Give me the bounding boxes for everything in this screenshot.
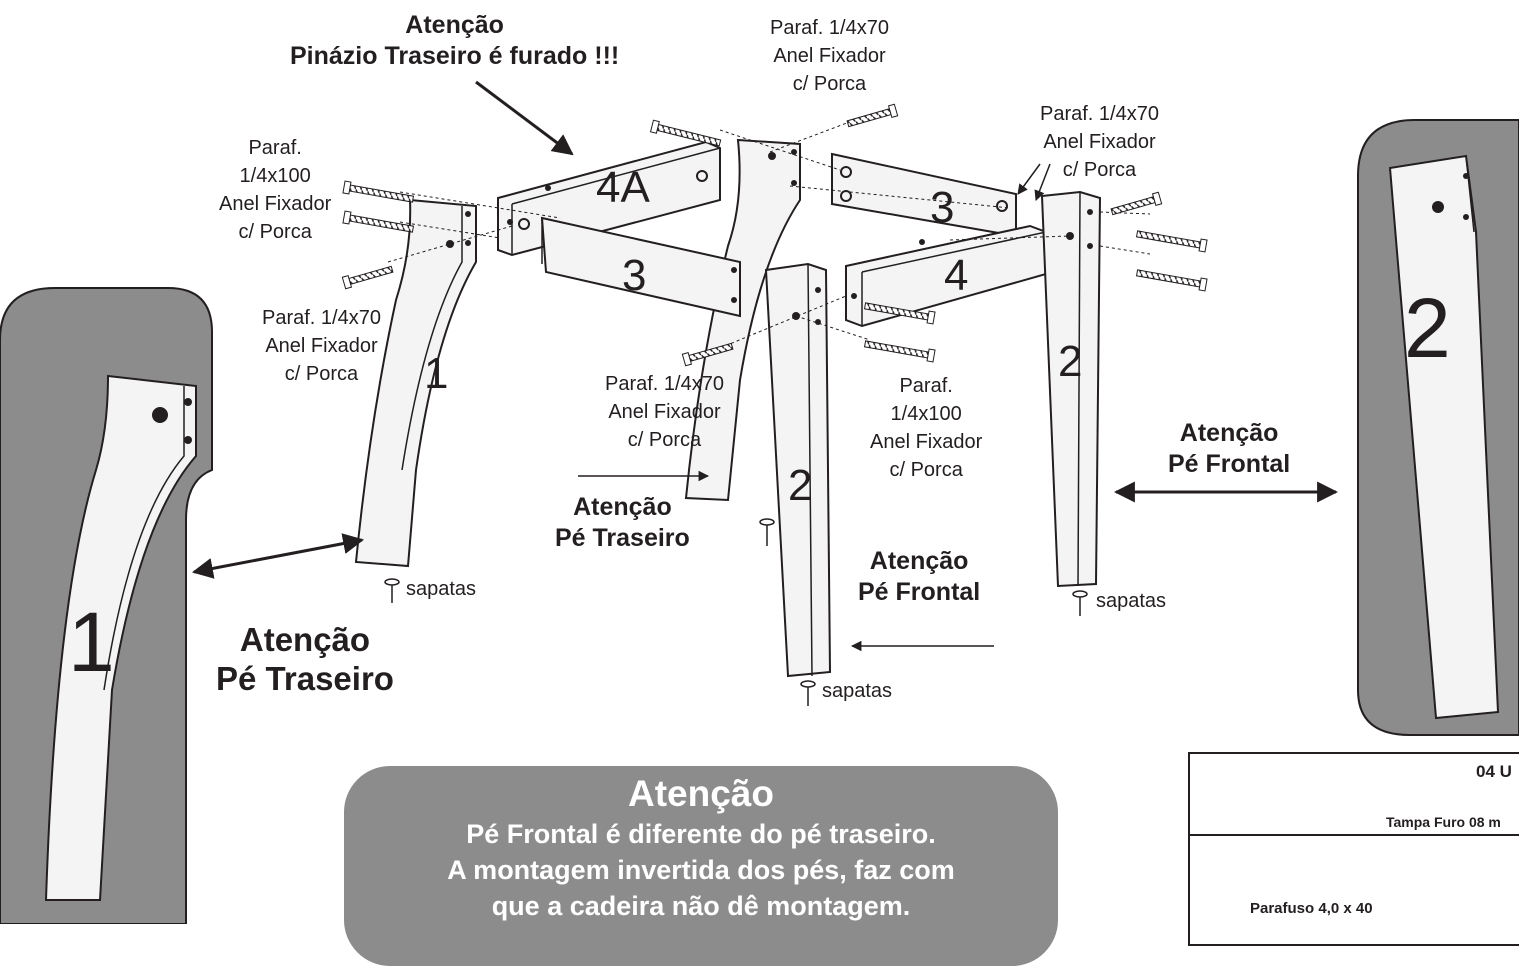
parts-row-tampa: 04 U Tampa Furo 08 m	[1190, 754, 1519, 836]
bolt	[342, 180, 415, 203]
callout-line: que a cadeira não dê montagem.	[491, 891, 911, 921]
part-number-rear-left: 1	[424, 349, 449, 398]
assembly-diagram	[0, 80, 1519, 924]
rail-3-right	[831, 152, 1017, 238]
sapatas-label-left: sapatas	[406, 578, 477, 600]
sapata-icons	[384, 518, 1088, 706]
bolt	[1135, 230, 1208, 253]
sapata-icon	[800, 680, 816, 706]
parts-name-tampa: Tampa Furo 08 m	[1386, 814, 1501, 830]
warning-pe-traseiro-left: Atenção Pé Traseiro	[216, 621, 394, 697]
label-screw-left-70: Paraf. 1/4x70 Anel Fixador c/ Porca	[262, 307, 381, 385]
bolt	[1110, 191, 1163, 216]
label-screw-mid-70: Paraf. 1/4x70 Anel Fixador c/ Porca	[605, 373, 724, 451]
bolt	[863, 302, 936, 325]
bolt	[342, 210, 415, 233]
bolt	[649, 119, 722, 147]
parts-qty: 04 U	[1476, 762, 1512, 781]
rail-3-left	[540, 216, 741, 318]
title-warning: Atenção Pinázio Traseiro é furado !!!	[290, 10, 619, 72]
sapatas-label-center: sapatas	[822, 680, 893, 702]
label-screw-top-right: Paraf. 1/4x70 Anel Fixador c/ Porca	[1040, 103, 1159, 181]
parts-name-parafuso: Parafuso 4,0 x 40	[1250, 900, 1373, 917]
parts-table: 04 U Tampa Furo 08 m Parafuso 4,0 x 40	[1188, 752, 1519, 946]
title-line-2: Pinázio Traseiro é furado !!!	[290, 42, 620, 70]
rear-leg-1	[354, 198, 477, 568]
bolt	[1135, 269, 1208, 292]
part-number-front-right: 2	[1058, 337, 1083, 386]
arrows	[191, 80, 1339, 652]
bolt	[681, 342, 734, 367]
part-number-rail-4a: 4A	[596, 163, 650, 212]
label-screw-left-100: Paraf. 1/4x100 Anel Fixador c/ Porca	[219, 137, 332, 243]
zoom-panel-front-leg	[1357, 119, 1519, 736]
attention-callout: Atenção Pé Frontal é diferente do pé tra…	[344, 766, 1058, 966]
sapata-icon	[384, 578, 400, 603]
warning-pe-traseiro-mid: Atenção Pé Traseiro	[555, 493, 690, 552]
label-screw-right-100: Paraf. 1/4x100 Anel Fixador c/ Porca	[870, 375, 983, 481]
sapatas-label-right: sapatas	[1096, 590, 1167, 612]
callout-line: A montagem invertida dos pés, faz com	[447, 855, 955, 885]
front-leg-right-2	[1040, 190, 1102, 588]
rear-leg-back	[684, 138, 801, 502]
screw-guide-lines	[387, 117, 1151, 349]
part-number-rail-3-left: 3	[622, 251, 647, 300]
bolt	[846, 103, 899, 128]
warning-pe-frontal-mid: Atenção Pé Frontal	[858, 547, 981, 606]
part-number-rail-3-right: 3	[930, 183, 955, 232]
bolt	[863, 340, 936, 363]
part-number-front-center: 2	[788, 461, 813, 510]
title-line-1: Atenção	[405, 11, 504, 39]
part-number-zoom-right: 2	[1404, 281, 1451, 375]
bolt	[341, 265, 394, 290]
screws	[341, 103, 1208, 367]
part-number-zoom-left: 1	[68, 595, 115, 689]
part-number-rail-4: 4	[944, 251, 969, 300]
label-screw-top-center: Paraf. 1/4x70 Anel Fixador c/ Porca	[770, 17, 889, 95]
sapata-icon	[759, 518, 775, 546]
callout-line: Pé Frontal é diferente do pé traseiro.	[466, 819, 936, 849]
callout-title: Atenção	[628, 773, 774, 814]
sapata-icon	[1072, 590, 1088, 616]
warning-pe-frontal-right: Atenção Pé Frontal	[1168, 419, 1291, 478]
zoom-panel-rear-leg	[0, 287, 213, 924]
